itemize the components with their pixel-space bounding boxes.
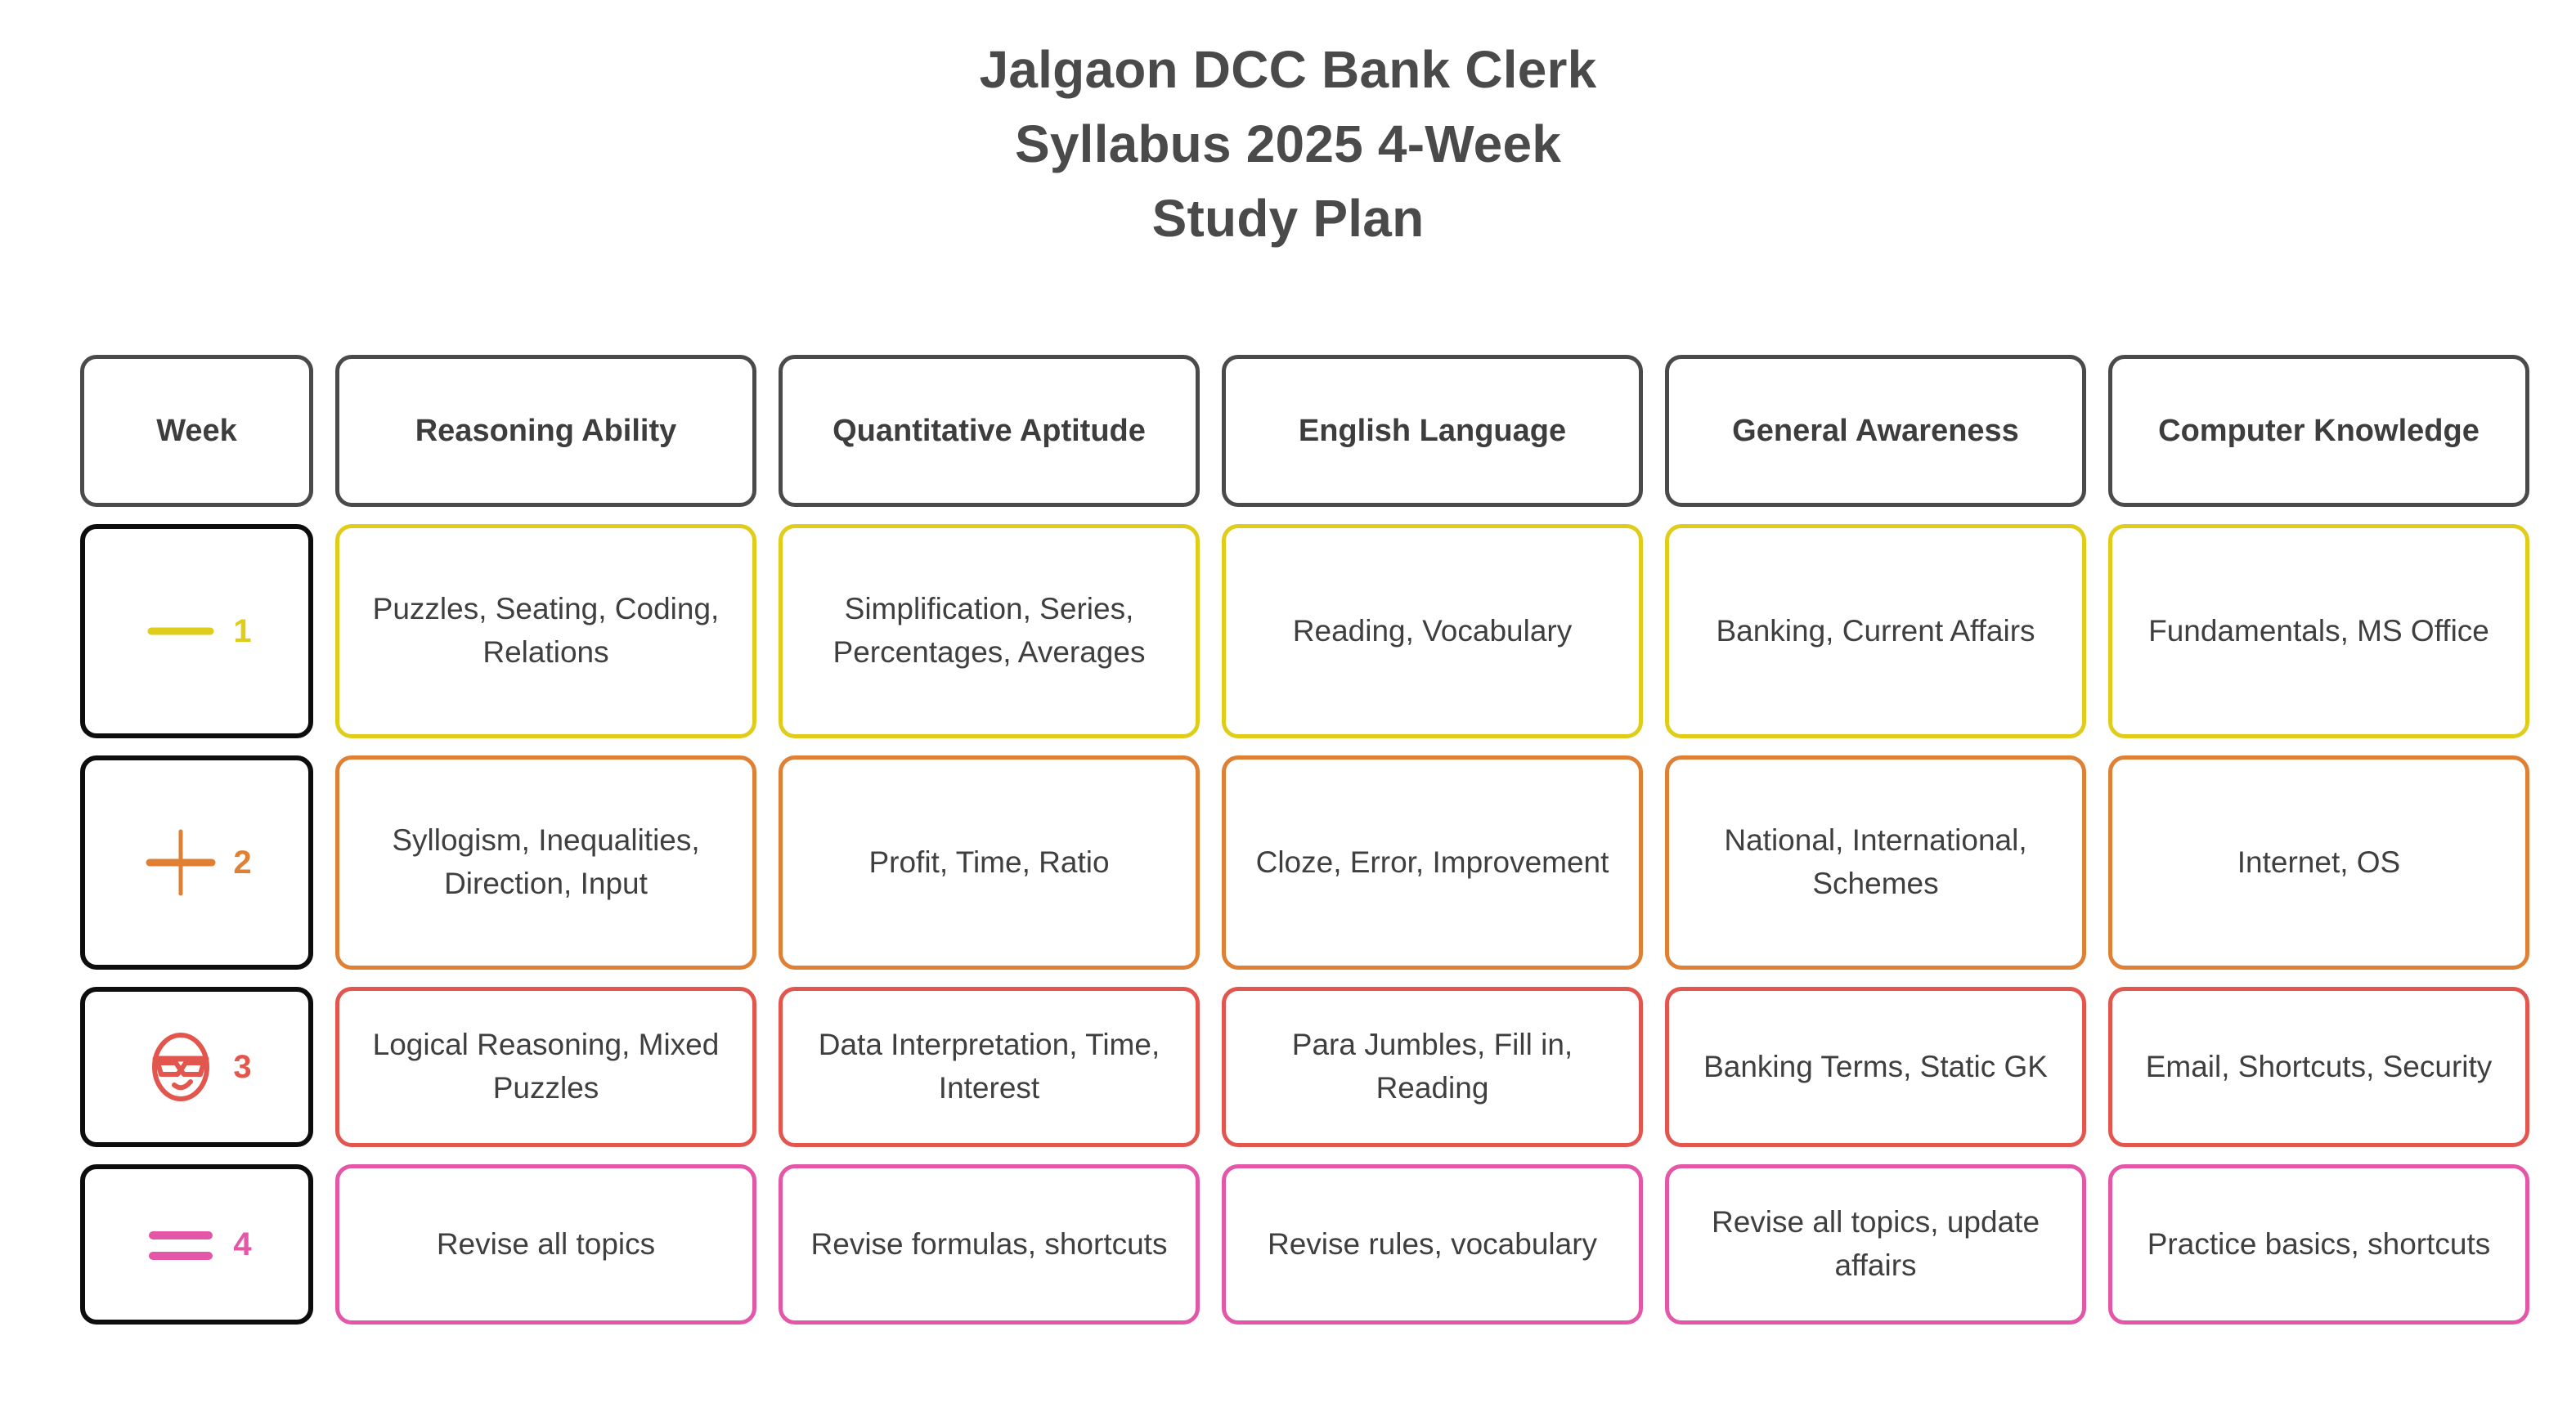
cell-week3-computer-knowledge: Email, Shortcuts, Security <box>2108 987 2529 1147</box>
header-cell-computer-knowledge: Computer Knowledge <box>2108 355 2529 507</box>
cell-text: Syllogism, Inequalities, Direction, Inpu… <box>392 823 700 900</box>
cell-text: Banking, Current Affairs <box>1716 613 2035 648</box>
week-number-1: 1 <box>233 613 252 649</box>
header-label-english-language: English Language <box>1298 413 1567 448</box>
cell-text: Puzzles, Seating, Coding, Relations <box>372 592 720 669</box>
cell-week1-quantitative-aptitude: Simplification, Series, Percentages, Ave… <box>779 524 1200 738</box>
page-title: Jalgaon DCC Bank Clerk Syllabus 2025 4-W… <box>0 33 2576 256</box>
cell-text: Reading, Vocabulary <box>1292 613 1573 648</box>
plus-cross-icon <box>141 823 220 902</box>
minus-line-icon <box>141 592 220 670</box>
cell-text: Internet, OS <box>2237 845 2401 879</box>
cell-week4-general-awareness: Revise all topics, update affairs <box>1665 1164 2086 1325</box>
cell-week1-english-language: Reading, Vocabulary <box>1222 524 1643 738</box>
header-label-week: Week <box>156 413 237 448</box>
cell-text: Para Jumbles, Fill in, Reading <box>1291 1028 1573 1105</box>
cell-week4-english-language: Revise rules, vocabulary <box>1222 1164 1643 1325</box>
cell-week4-computer-knowledge: Practice basics, shortcuts <box>2108 1164 2529 1325</box>
week-cell-2: 2 <box>80 755 313 970</box>
cell-text: Cloze, Error, Improvement <box>1255 845 1609 879</box>
cell-week4-reasoning-ability: Revise all topics <box>335 1164 756 1325</box>
cell-week3-quantitative-aptitude: Data Interpretation, Time, Interest <box>779 987 1200 1147</box>
cell-text: Fundamentals, MS Office <box>2148 613 2489 648</box>
header-label-computer-knowledge: Computer Knowledge <box>2158 413 2480 448</box>
week-cell-1: 1 <box>80 524 313 738</box>
cell-text: Logical Reasoning, Mixed Puzzles <box>372 1028 720 1105</box>
cell-text: Revise rules, vocabulary <box>1267 1226 1598 1261</box>
cell-text: Profit, Time, Ratio <box>868 845 1110 879</box>
table-row: 3 Logical Reasoning, Mixed Puzzles Data … <box>80 987 2529 1147</box>
header-cell-week: Week <box>80 355 313 507</box>
cell-week2-computer-knowledge: Internet, OS <box>2108 755 2529 970</box>
study-plan-table: Week Reasoning Ability Quantitative Apti… <box>80 355 2529 1342</box>
header-label-quantitative-aptitude: Quantitative Aptitude <box>832 413 1146 448</box>
cell-week4-quantitative-aptitude: Revise formulas, shortcuts <box>779 1164 1200 1325</box>
cell-week1-general-awareness: Banking, Current Affairs <box>1665 524 2086 738</box>
cell-week2-english-language: Cloze, Error, Improvement <box>1222 755 1643 970</box>
cell-week3-general-awareness: Banking Terms, Static GK <box>1665 987 2086 1147</box>
cell-text: National, International, Schemes <box>1724 823 2027 900</box>
title-line-3: Study Plan <box>1151 188 1425 248</box>
equals-lines-icon <box>141 1205 220 1284</box>
table-row: 4 Revise all topics Revise formulas, sho… <box>80 1164 2529 1325</box>
table-row: 1 Puzzles, Seating, Coding, Relations Si… <box>80 524 2529 738</box>
week-number-4: 4 <box>233 1226 252 1262</box>
header-cell-quantitative-aptitude: Quantitative Aptitude <box>779 355 1200 507</box>
header-cell-reasoning-ability: Reasoning Ability <box>335 355 756 507</box>
cell-text: Revise formulas, shortcuts <box>810 1226 1168 1261</box>
cell-text: Banking Terms, Static GK <box>1703 1049 2048 1083</box>
cell-text: Data Interpretation, Time, Interest <box>818 1028 1160 1105</box>
cell-text: Practice basics, shortcuts <box>2147 1226 2491 1261</box>
title-line-2: Syllabus 2025 4-Week <box>1014 114 1562 173</box>
cell-week3-reasoning-ability: Logical Reasoning, Mixed Puzzles <box>335 987 756 1147</box>
week-number-2: 2 <box>233 845 252 881</box>
header-label-general-awareness: General Awareness <box>1732 413 2019 448</box>
cell-week1-reasoning-ability: Puzzles, Seating, Coding, Relations <box>335 524 756 738</box>
header-cell-general-awareness: General Awareness <box>1665 355 2086 507</box>
cell-text: Revise all topics <box>436 1226 656 1261</box>
table-row: 2 Syllogism, Inequalities, Direction, In… <box>80 755 2529 970</box>
header-label-reasoning-ability: Reasoning Ability <box>415 413 677 448</box>
week-cell-4: 4 <box>80 1164 313 1325</box>
cell-week3-english-language: Para Jumbles, Fill in, Reading <box>1222 987 1643 1147</box>
cell-text: Simplification, Series, Percentages, Ave… <box>832 592 1146 669</box>
cell-week2-reasoning-ability: Syllogism, Inequalities, Direction, Inpu… <box>335 755 756 970</box>
header-cell-english-language: English Language <box>1222 355 1643 507</box>
cell-text: Revise all topics, update affairs <box>1711 1205 2040 1282</box>
cell-week2-quantitative-aptitude: Profit, Time, Ratio <box>779 755 1200 970</box>
cell-text: Email, Shortcuts, Security <box>2145 1049 2493 1083</box>
sunglasses-face-icon <box>141 1028 220 1106</box>
cell-week1-computer-knowledge: Fundamentals, MS Office <box>2108 524 2529 738</box>
cell-week2-general-awareness: National, International, Schemes <box>1665 755 2086 970</box>
week-cell-3: 3 <box>80 987 313 1147</box>
week-number-3: 3 <box>233 1049 252 1085</box>
table-header-row: Week Reasoning Ability Quantitative Apti… <box>80 355 2529 507</box>
title-line-1: Jalgaon DCC Bank Clerk <box>979 40 1597 99</box>
